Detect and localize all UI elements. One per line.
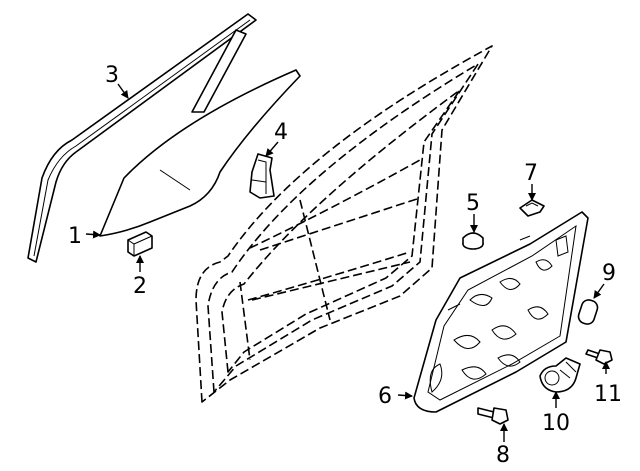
callout-8: 8 xyxy=(496,443,510,468)
callout-7: 7 xyxy=(524,161,538,186)
part-4-bracket[interactable] xyxy=(249,153,275,199)
part-11-bolt[interactable] xyxy=(585,349,613,365)
part-1-door-glass[interactable] xyxy=(99,69,301,237)
callout-labels: 1 2 3 4 5 6 7 8 9 10 11 xyxy=(68,63,622,468)
part-6-regulator-panel[interactable] xyxy=(413,211,589,413)
part-7-clip[interactable] xyxy=(519,199,545,217)
part-2-glass-clip[interactable] xyxy=(127,231,153,257)
leader-lines xyxy=(85,83,610,442)
callout-3: 3 xyxy=(105,63,119,88)
callout-1: 1 xyxy=(68,224,82,249)
part-3-glass-run-channel[interactable] xyxy=(27,13,257,263)
part-8-bolt[interactable] xyxy=(477,407,509,425)
callout-9: 9 xyxy=(602,261,616,286)
callout-5: 5 xyxy=(466,191,480,216)
part-5-grommet[interactable] xyxy=(462,232,484,250)
door-shell-dashed-outline xyxy=(195,45,493,403)
callout-10: 10 xyxy=(542,411,570,436)
callout-11: 11 xyxy=(594,382,622,407)
part-9-plug[interactable] xyxy=(577,298,600,326)
part-10-motor[interactable] xyxy=(539,357,581,393)
callout-2: 2 xyxy=(133,274,147,299)
callout-6: 6 xyxy=(378,384,392,409)
callout-4: 4 xyxy=(274,120,288,145)
